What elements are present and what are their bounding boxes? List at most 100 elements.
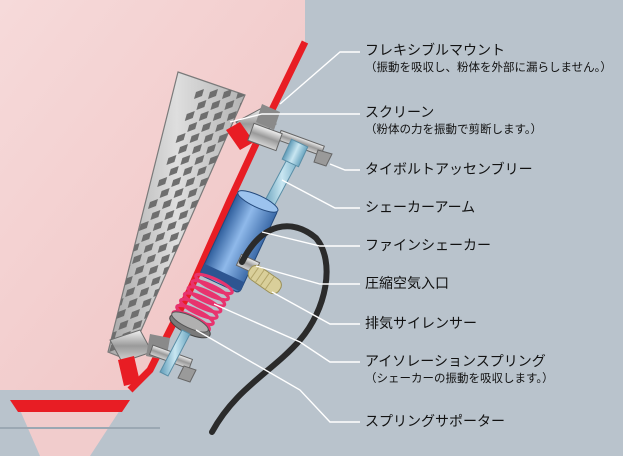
label-screen: スクリーン （粉体の力を振動で剪断します。）: [365, 106, 542, 136]
screen-slot: [171, 177, 182, 187]
label-flexible-mount-text: フレキシブルマウント: [365, 43, 505, 59]
screen-slot: [194, 155, 205, 165]
screen-slot: [160, 254, 170, 264]
screen-slot: [166, 221, 177, 231]
leader-flexible-mount: [279, 51, 360, 105]
leader-silencer: [271, 291, 360, 325]
screen-slot: [152, 221, 163, 231]
screen-slot: [215, 122, 226, 132]
screen-slot: [136, 276, 147, 286]
label-flexible-mount-note: （振動を吸収し、粉体を外部に漏らしません。）: [365, 60, 612, 74]
spring-coil: [190, 279, 231, 302]
screen-slot: [198, 111, 209, 121]
screen-slot: [162, 199, 172, 209]
leader-fine-shaker: [261, 231, 360, 247]
shaker-arm-collar: [281, 138, 309, 168]
lower-shaft: [159, 329, 191, 377]
screen-slot: [148, 265, 159, 275]
screen-slot: [127, 298, 138, 308]
label-flexible-mount: フレキシブルマウント （振動を吸収し、粉体を外部に漏らしません。）: [365, 44, 612, 74]
leader-tie-bolt: [329, 163, 360, 171]
screen-slot: [208, 155, 219, 165]
screen-slot: [178, 210, 189, 220]
screen-slot: [173, 188, 184, 198]
screen-slot: [130, 309, 140, 319]
screen-slot: [206, 144, 216, 154]
screen-slot: [169, 232, 180, 242]
screen-slot: [199, 177, 210, 187]
screen-slot: [178, 144, 188, 154]
label-isolation-spring-note: （シェーカーの振動を吸収します。）: [365, 371, 554, 385]
label-shaker-arm-text: シェーカーアーム: [365, 200, 476, 216]
label-fine-shaker: ファインシェーカー: [365, 239, 491, 253]
screen-slot: [139, 287, 150, 297]
screen-slot: [141, 298, 152, 308]
hopper-flange: [127, 40, 309, 393]
label-fine-shaker-text: ファインシェーカー: [365, 238, 491, 254]
air-hose: [209, 223, 330, 435]
screen-slot: [118, 320, 129, 330]
label-isolation-spring-text: アイソレーションスプリング: [365, 354, 546, 370]
screen-slot: [194, 89, 204, 99]
screen-slot: [132, 254, 142, 264]
leader-lines: [195, 51, 360, 423]
screen-slot: [157, 177, 168, 187]
screen-slot: [212, 111, 223, 121]
screen-slot: [155, 232, 166, 242]
fine-shaker: [200, 190, 279, 293]
screen-slot: [217, 133, 228, 143]
screen-slot: [138, 221, 149, 231]
screen-slot: [157, 243, 168, 253]
screen-slot: [159, 188, 170, 198]
screen-slot: [175, 133, 186, 143]
screen-slot: [122, 276, 133, 286]
leader-spring-supporter: [195, 329, 360, 423]
screen-slot: [168, 166, 179, 176]
screen-slot: [224, 100, 235, 110]
screen-slot: [210, 100, 221, 110]
screen-slot: [182, 166, 193, 176]
label-tie-bolt-assembly: タイボルトアッセンブリー: [365, 163, 533, 177]
screen-slot: [125, 287, 136, 297]
spring-coil: [182, 291, 223, 314]
exhaust-silencer: [247, 264, 282, 295]
screen-slot: [222, 89, 232, 99]
leader-air-inlet: [255, 265, 360, 285]
screen-slot: [164, 210, 175, 220]
label-exhaust-silencer-text: 排気サイレンサー: [365, 316, 477, 332]
screen-slot: [146, 254, 156, 264]
spring-coil: [178, 297, 219, 320]
screen-slot: [226, 111, 237, 121]
screen-slot: [166, 155, 177, 165]
screen-slot: [196, 166, 207, 176]
label-compressed-air-inlet-text: 圧縮空気入口: [365, 276, 449, 292]
screen-slot: [148, 199, 158, 209]
isolation-spring: [171, 272, 234, 333]
screen-slot: [196, 100, 207, 110]
screen-slot: [150, 276, 161, 286]
label-exhaust-silencer: 排気サイレンサー: [365, 317, 477, 331]
spring-coil: [194, 272, 234, 296]
screen-slot: [203, 133, 214, 143]
spring-coil: [186, 285, 227, 308]
screen-slot: [134, 265, 145, 275]
leader-screen: [229, 113, 360, 123]
label-spring-supporter: スプリングサポーター: [365, 415, 505, 429]
screen-slot: [176, 199, 186, 209]
label-tie-bolt-assembly-text: タイボルトアッセンブリー: [365, 162, 533, 178]
screen-slot: [187, 122, 198, 132]
screen-slot: [189, 133, 200, 143]
screen-slot: [201, 122, 212, 132]
screen-slot: [190, 199, 200, 209]
label-screen-note: （粉体の力を振動で剪断します。）: [365, 122, 543, 136]
label-compressed-air-inlet: 圧縮空気入口: [365, 277, 449, 291]
screen-slot: [184, 111, 195, 121]
screen-slot: [208, 89, 218, 99]
screen-slot: [185, 177, 196, 187]
screen-slot: [141, 232, 152, 242]
label-spring-supporter-text: スプリングサポーター: [365, 414, 505, 430]
discharge-flange: [10, 400, 130, 412]
leader-shaker-arm: [281, 179, 360, 209]
